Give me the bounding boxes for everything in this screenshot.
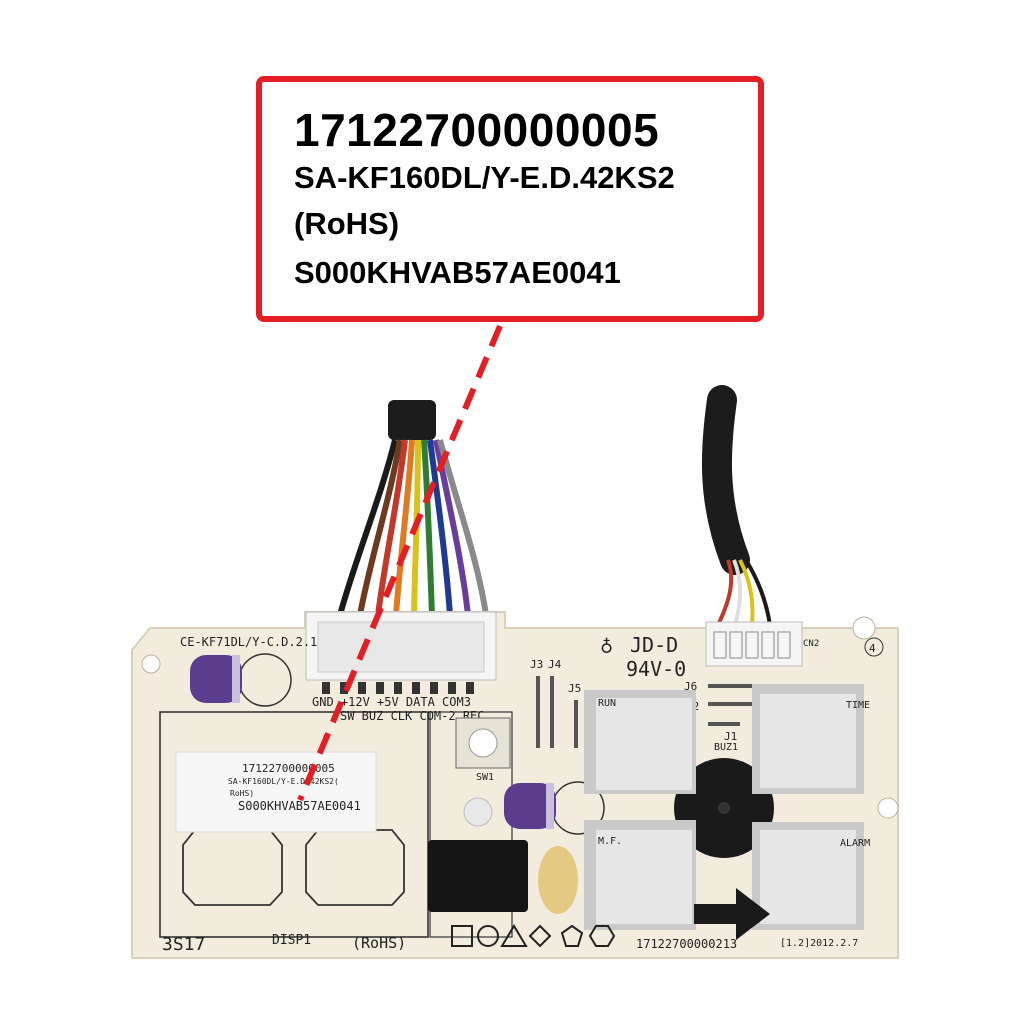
sticker-part-number: 17122700000005 <box>242 762 335 775</box>
mount-hole-right <box>877 797 899 819</box>
revision-date: [1.2]2012.2.7 <box>780 938 858 949</box>
shape-symbols <box>451 924 616 948</box>
board-model-silk: CE-KF71DL/Y-C.D.2.1 <box>180 635 317 649</box>
capacitor-center <box>504 781 605 835</box>
board-number: 17122700000213 <box>636 937 737 951</box>
callout-model: SA-KF160DL/Y-E.D.42KS2 <box>294 160 675 195</box>
jumper-j6: J6 <box>684 680 697 693</box>
button-time[interactable] <box>752 684 864 794</box>
callout-part-number: 17122700000005 <box>294 104 660 156</box>
sticker-rohs: RoHS) <box>230 789 254 798</box>
button-time-label: TIME <box>846 700 870 711</box>
maker-logo-icon: ♁ <box>600 633 613 658</box>
connector-bottom-labels: SW BUZ CLK COM-2 REC <box>340 709 485 723</box>
push-switch-sw1 <box>455 717 511 769</box>
mount-hole-top-right <box>852 616 876 640</box>
cn2-label: CN2 <box>803 639 819 649</box>
ir-receiver <box>428 840 528 912</box>
board-code-silk: 3S17 <box>162 934 205 955</box>
sticker-serial: S000KHVAB57AE0041 <box>238 799 361 813</box>
left-wire-harness <box>337 400 489 616</box>
button-run[interactable] <box>584 690 696 794</box>
callout-serial: S000KHVAB57AE0041 <box>294 255 621 290</box>
button-alarm-label: ALARM <box>840 838 870 849</box>
sticker-model: SA-KF160DL/Y-E.D.42KS2( <box>228 777 339 786</box>
flame-rating: 94V-0 <box>626 657 686 681</box>
capacitor-left <box>190 653 292 707</box>
indicator-led <box>463 797 493 827</box>
button-alarm[interactable] <box>752 822 864 930</box>
hole-number: 4 <box>869 642 876 655</box>
connector-top-labels: GND +12V +5V DATA COM3 <box>312 695 471 709</box>
maker-mark: JD-D <box>630 633 678 657</box>
wire-connector-cn1 <box>305 611 497 694</box>
callout-rohs: (RoHS) <box>294 206 400 241</box>
jumper-j3: J3 <box>530 658 543 671</box>
right-wire-cable <box>701 385 772 626</box>
direction-arrow-icon <box>694 888 770 940</box>
connector-cn2 <box>705 621 803 667</box>
label-sticker <box>175 751 377 833</box>
part-callout-box: 17122700000005 SA-KF160DL/Y-E.D.42KS2 (R… <box>256 76 764 322</box>
callout-leader-line <box>297 324 503 802</box>
button-mode[interactable] <box>584 820 696 930</box>
jumper-j5: J5 <box>568 682 581 695</box>
display-label: DISP1 <box>272 933 311 948</box>
jumper-j4: J4 <box>548 658 562 671</box>
button-mode-label: M.F. <box>598 836 622 847</box>
jumper-j1: J1 <box>724 730 737 743</box>
board-rohs-silk: (RoHS) <box>352 934 406 952</box>
buzzer-label: BUZ1 <box>714 742 738 753</box>
mount-hole-left <box>141 654 161 674</box>
button-run-label: RUN <box>598 698 616 709</box>
switch-label: SW1 <box>476 772 494 783</box>
